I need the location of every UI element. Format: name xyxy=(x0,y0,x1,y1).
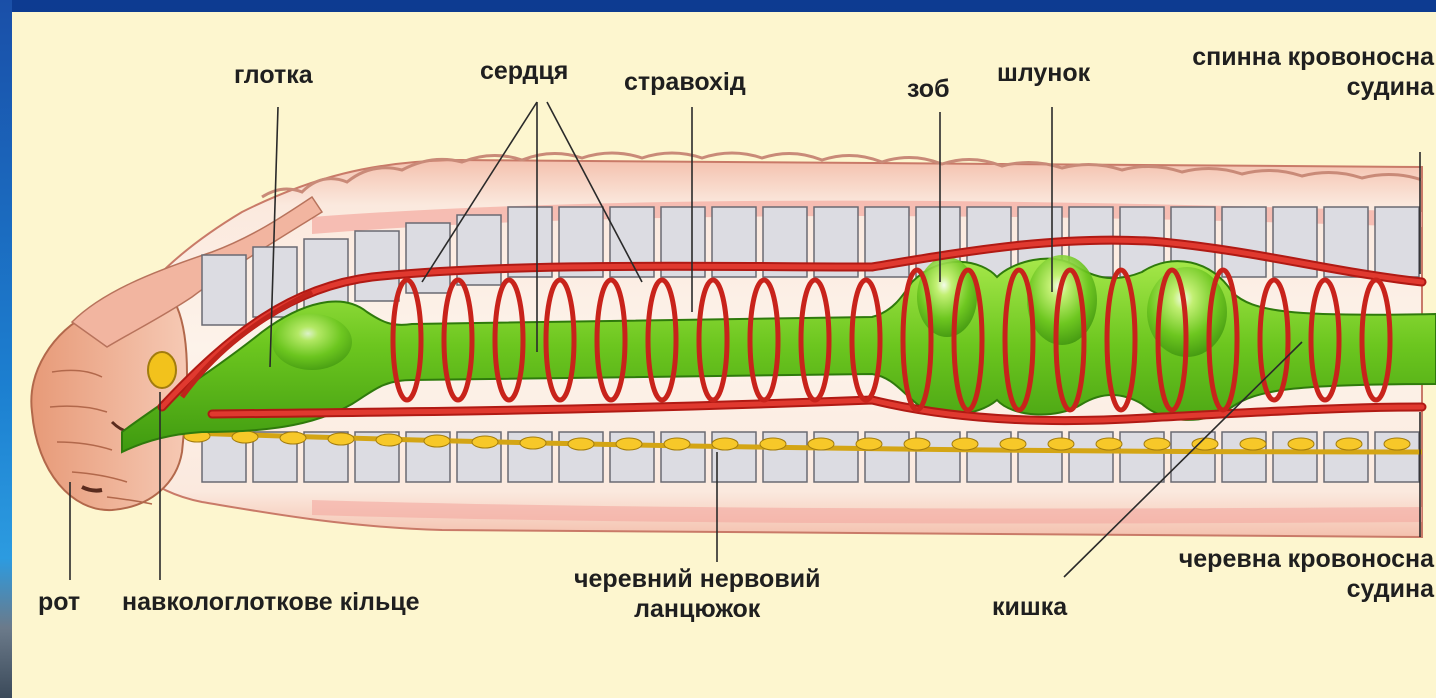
nerve-ganglion xyxy=(1000,438,1026,450)
nerve-ganglion xyxy=(856,438,882,450)
nerve-ganglion xyxy=(568,438,594,450)
label-ventral-vessel: черевна кровоносна судина xyxy=(1179,544,1434,604)
label-mouth: рот xyxy=(38,587,80,617)
nerve-ganglion xyxy=(1288,438,1314,450)
segment-septum xyxy=(304,239,348,309)
nerve-ganglion xyxy=(952,438,978,450)
label-dorsal-vessel: спинна кровоносна судина xyxy=(1192,42,1434,102)
nerve-ganglion xyxy=(808,438,834,450)
label-nerve-cord: черевний нервовий ланцюжок xyxy=(574,564,820,624)
label-nerve-ring: навкологлоткове кільце xyxy=(122,587,420,617)
label-dorsal-vessel-line1: спинна кровоносна xyxy=(1192,42,1434,72)
segment-septum xyxy=(1375,207,1419,277)
slide-accent-strip xyxy=(0,0,12,698)
label-pharynx: глотка xyxy=(234,60,313,90)
segment-septum xyxy=(1222,207,1266,277)
label-nerve-cord-line1: черевний нервовий xyxy=(574,564,820,594)
label-nerve-cord-line2: ланцюжок xyxy=(634,594,760,624)
label-dorsal-vessel-line2: судина xyxy=(1347,72,1434,102)
nerve-ganglion xyxy=(1240,438,1266,450)
diagram-panel: глотка сердця стравохід зоб шлунок спинн… xyxy=(12,12,1436,698)
label-crop: зоб xyxy=(907,74,950,104)
nerve-ganglion xyxy=(664,438,690,450)
label-ventral-vessel-line1: черевна кровоносна xyxy=(1179,544,1434,574)
nerve-ganglion xyxy=(472,436,498,448)
nerve-ganglion xyxy=(520,437,546,449)
nerve-ganglion xyxy=(280,432,306,444)
label-intestine: кишка xyxy=(992,592,1067,622)
label-esophagus: стравохід xyxy=(624,67,746,97)
nerve-ganglion xyxy=(424,435,450,447)
nerve-ganglion xyxy=(328,433,354,445)
cerebral-ganglion xyxy=(148,352,176,388)
nerve-ganglion xyxy=(376,434,402,446)
pharynx-bulb xyxy=(272,314,352,370)
nerve-ganglion xyxy=(1096,438,1122,450)
label-ventral-vessel-line2: судина xyxy=(1347,574,1434,604)
label-gizzard: шлунок xyxy=(997,58,1090,88)
nerve-ganglion xyxy=(1192,438,1218,450)
nerve-ganglion xyxy=(616,438,642,450)
nerve-ganglion xyxy=(1384,438,1410,450)
nerve-ganglion xyxy=(904,438,930,450)
nerve-ganglion xyxy=(712,438,738,450)
segment-septum xyxy=(202,255,246,325)
nerve-ganglion xyxy=(760,438,786,450)
nerve-ganglion xyxy=(1336,438,1362,450)
segment-septum xyxy=(355,231,399,301)
gizzard-bulb xyxy=(1027,255,1097,345)
nerve-ganglion xyxy=(232,431,258,443)
nerve-ganglion xyxy=(1048,438,1074,450)
label-hearts: сердця xyxy=(480,56,568,86)
nerve-ganglion xyxy=(1144,438,1170,450)
